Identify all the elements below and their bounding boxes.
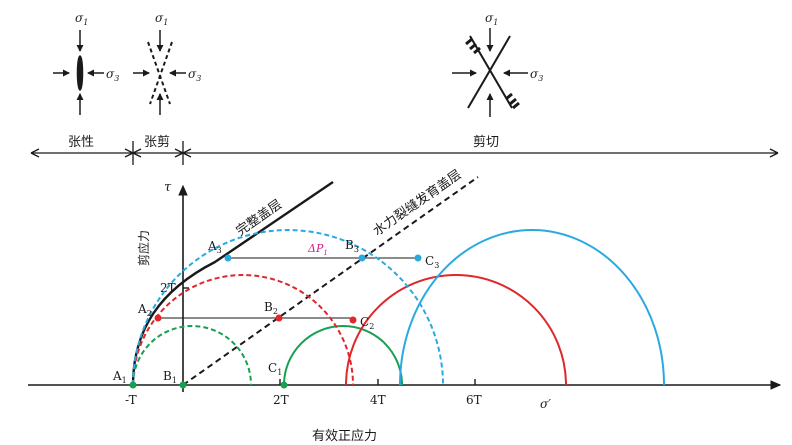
delta-p1-label: ΔP1 (307, 242, 328, 257)
regime-range-arrows (30, 141, 779, 165)
sigma1-label: σ1 (485, 11, 498, 27)
tensile-icon (53, 30, 104, 115)
label-b1: B1 (163, 369, 177, 385)
point-a3 (224, 254, 232, 262)
label-a2: A2 (137, 302, 152, 318)
label-c3: C3 (425, 254, 439, 270)
tick-2t: 2T (273, 393, 289, 407)
shear-icon (452, 28, 528, 117)
point-b3 (358, 254, 366, 262)
point-a2 (154, 314, 162, 322)
label-c2: C2 (360, 315, 374, 331)
label-c1: C1 (268, 361, 282, 377)
point-b1 (179, 381, 187, 389)
point-c3 (414, 254, 422, 262)
fractured-envelope (182, 176, 479, 386)
blue-dashed-circle (132, 229, 444, 386)
fractured-envelope-label: 水力裂缝发育盖层 (370, 167, 464, 240)
tick-4t: 4T (370, 393, 386, 407)
tensile-shear-icon (133, 30, 186, 115)
blue-solid-circle (399, 229, 665, 386)
sigma3-label: σ3 (530, 67, 543, 83)
red-solid-circle (345, 274, 567, 386)
point-c2 (349, 316, 357, 324)
regime-tensile-shear-label: 张剪 (144, 134, 170, 150)
sigma3-label: σ3 (106, 67, 119, 83)
tick-neg-t: -T (125, 393, 137, 407)
label-b2: B2 (264, 300, 278, 316)
point-b2 (275, 314, 283, 322)
green-solid-circle (283, 325, 403, 386)
label-a3: A3 (207, 239, 222, 255)
point-a1 (129, 381, 137, 389)
sigma1-label: σ1 (155, 11, 168, 27)
sigma1-label: σ1 (75, 11, 88, 27)
x-axis-symbol: σ′ (540, 397, 551, 411)
point-c1 (280, 381, 288, 389)
red-dashed-circle (132, 274, 354, 386)
regime-shear-label: 剪切 (473, 134, 499, 150)
tick-6t: 6T (466, 393, 482, 407)
sigma3-label: σ3 (188, 67, 201, 83)
regime-tensile-label: 张性 (68, 135, 94, 150)
y-axis-label: 剪应力 (136, 230, 151, 266)
x-axis-label: 有效正应力 (312, 428, 377, 444)
label-a1: A1 (112, 369, 127, 385)
green-dashed-circle (132, 325, 252, 386)
label-b3: B3 (345, 238, 359, 254)
tau-symbol: τ (164, 180, 172, 195)
axes (28, 184, 782, 392)
